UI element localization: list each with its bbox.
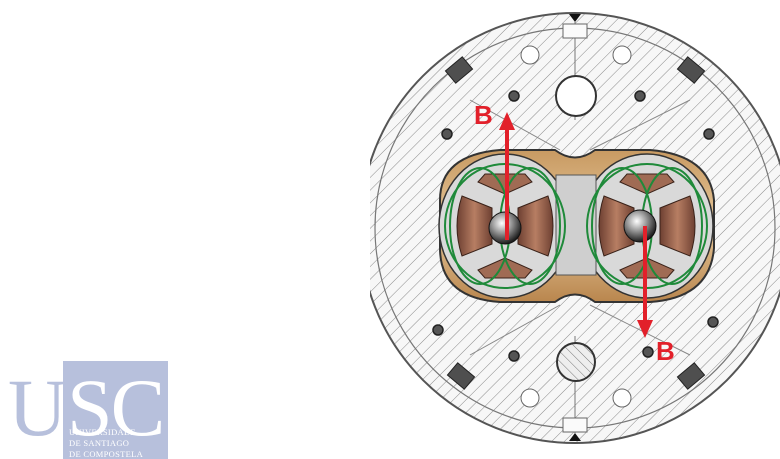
logo-letter-u: U [8,362,68,453]
dipole-magnet-cross-section: B B [370,12,780,444]
bottom-hole [556,342,596,382]
heat-exchanger-hole [555,75,597,117]
bottom-marker [569,433,581,441]
logo-box: SC UNIVERSIDADE DE SANTIAGO DE COMPOSTEL… [63,361,168,459]
field-label-right: B [656,336,675,366]
logo-line-1: UNIVERSIDADE [69,427,136,437]
beam-pipe-right [623,209,657,243]
bolts [432,90,719,362]
usc-logo: U SC UNIVERSIDADE DE SANTIAGO DE COMPOST… [6,361,168,459]
logo-line-3: DE COMPOSTELA [69,449,144,459]
coil-left [456,173,554,279]
top-marker [569,14,581,22]
field-label-left: B [474,100,493,130]
coil-right [598,173,696,279]
logo-line-2: DE SANTIAGO [69,438,130,448]
field-arrow-left [499,112,515,240]
logo-letters-sc: SC [67,362,165,453]
field-arrow-right [637,226,653,338]
